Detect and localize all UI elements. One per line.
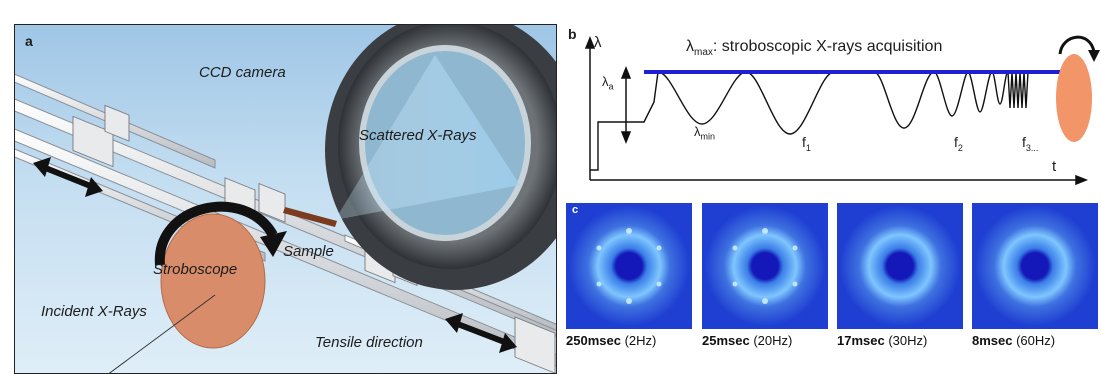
f1-symbol: f bbox=[802, 134, 806, 150]
f1-label: f1 bbox=[802, 134, 811, 153]
panel-a-tag: a bbox=[25, 33, 33, 49]
pattern-time: 25msec bbox=[702, 333, 750, 348]
diffraction-image bbox=[566, 203, 692, 329]
pattern-time: 17msec bbox=[837, 333, 885, 348]
f3-symbol: f bbox=[1022, 134, 1026, 150]
f2-sub: 2 bbox=[957, 142, 963, 153]
stroboscope-label: Stroboscope bbox=[153, 261, 238, 278]
y-axis-label: λ bbox=[594, 34, 602, 51]
pattern-time: 8msec bbox=[972, 333, 1013, 348]
panel-b-tag: b bbox=[568, 26, 577, 42]
lambda-a-sub: a bbox=[608, 81, 614, 92]
stroboscope-disc bbox=[160, 213, 266, 349]
ccd-camera-label: CCD camera bbox=[199, 64, 286, 81]
diffraction-image bbox=[837, 203, 963, 329]
incident-xrays-label: Incident X-Rays bbox=[41, 303, 147, 320]
x-axis-label: t bbox=[1052, 158, 1057, 175]
panel-c-tag: c bbox=[572, 204, 579, 216]
f3-label: f3... bbox=[1022, 134, 1038, 153]
panel-c-diffraction-patterns: c 250msec (2Hz) 25msec (20Hz) 17msec (30Hz… bbox=[562, 196, 1101, 374]
lambda-min-sub: min bbox=[700, 131, 716, 142]
plot-axes bbox=[584, 35, 1089, 186]
scattered-xray-cone bbox=[335, 55, 520, 220]
lambda-a-label: λa bbox=[602, 74, 614, 92]
diffraction-pattern-4 bbox=[972, 203, 1098, 329]
tensile-arrow-left-icon bbox=[33, 157, 103, 197]
tensile-arrow-right-icon bbox=[445, 313, 517, 353]
scattered-xrays-label: Scattered X-Rays bbox=[359, 127, 477, 144]
pattern-frequency: (60Hz) bbox=[1012, 333, 1056, 348]
wavelength-plot bbox=[584, 35, 1100, 186]
setup-drawing bbox=[15, 25, 556, 373]
lambda-a-arrow-icon bbox=[620, 65, 632, 145]
pattern-caption: 17msec (30Hz) bbox=[837, 333, 927, 348]
lambda-min-symbol: λ bbox=[694, 124, 701, 139]
wavelength-curve bbox=[590, 71, 1029, 171]
panel-b-wavelength-diagram: b λ t λmax: stroboscopic X-rays acquisit… bbox=[562, 24, 1101, 194]
f2-label: f2 bbox=[954, 134, 963, 153]
lambda-a-symbol: λ bbox=[602, 74, 609, 89]
pattern-time: 250msec bbox=[566, 333, 621, 348]
diffraction-pattern-3 bbox=[837, 203, 963, 329]
lambda-max-text: : stroboscopic X-rays acquisition bbox=[712, 38, 943, 55]
f2-symbol: f bbox=[954, 134, 958, 150]
panel-a-setup-illustration: a CCD camera Scattered X-Rays Sample Str… bbox=[14, 24, 557, 374]
pattern-caption: 250msec (2Hz) bbox=[566, 333, 656, 348]
rotation-arrow-icon bbox=[154, 201, 287, 266]
sample-label: Sample bbox=[283, 243, 334, 260]
diffraction-pattern-1 bbox=[566, 203, 692, 329]
f3-sub: 3... bbox=[1025, 142, 1039, 153]
pattern-frequency: (20Hz) bbox=[749, 333, 793, 348]
diffraction-image bbox=[972, 203, 1098, 329]
pattern-frequency: (30Hz) bbox=[884, 333, 928, 348]
stroboscope-ellipse bbox=[1056, 54, 1092, 142]
diffraction-image bbox=[702, 203, 828, 329]
rotation-arrow-small-icon bbox=[1058, 35, 1100, 62]
pattern-caption: 8msec (60Hz) bbox=[972, 333, 1055, 348]
lambda-max-sub: max bbox=[694, 47, 713, 59]
lambda-max-symbol: λ bbox=[686, 38, 694, 55]
tensile-direction-label: Tensile direction bbox=[315, 334, 423, 351]
pattern-frequency: (2Hz) bbox=[620, 333, 657, 348]
f1-sub: 1 bbox=[805, 142, 811, 153]
pattern-caption: 25msec (20Hz) bbox=[702, 333, 792, 348]
sample-strip bbox=[283, 207, 337, 227]
lambda-max-label: λmax: stroboscopic X-rays acquisition bbox=[686, 38, 942, 58]
diffraction-pattern-2 bbox=[702, 203, 828, 329]
lambda-min-label: λmin bbox=[694, 124, 715, 142]
incident-beam-line bbox=[108, 294, 216, 373]
